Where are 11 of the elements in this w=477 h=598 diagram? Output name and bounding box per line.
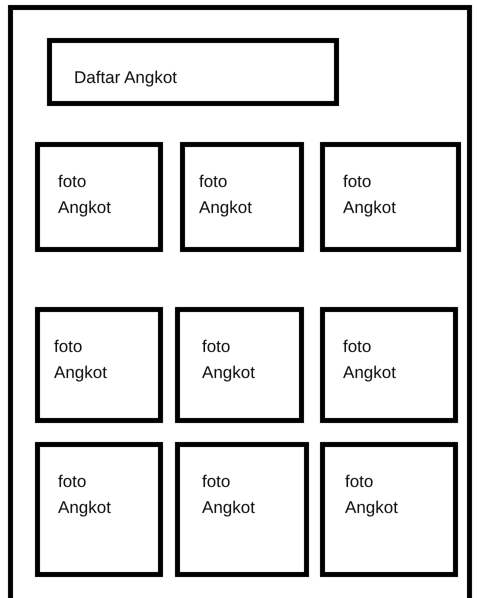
frame-box xyxy=(8,5,472,598)
image-field: foto Angkot xyxy=(35,307,163,423)
image-field: foto Angkot xyxy=(320,142,461,252)
image-field: foto Angkot xyxy=(175,442,309,577)
image-field: foto Angkot xyxy=(35,142,163,252)
image-field: foto Angkot xyxy=(175,307,304,423)
image-field: foto Angkot xyxy=(180,142,304,252)
image-field: foto Angkot xyxy=(320,442,458,577)
header-box: Daftar Angkot xyxy=(47,38,339,106)
image-field: foto Angkot xyxy=(320,307,458,423)
image-field: foto Angkot xyxy=(35,442,163,577)
